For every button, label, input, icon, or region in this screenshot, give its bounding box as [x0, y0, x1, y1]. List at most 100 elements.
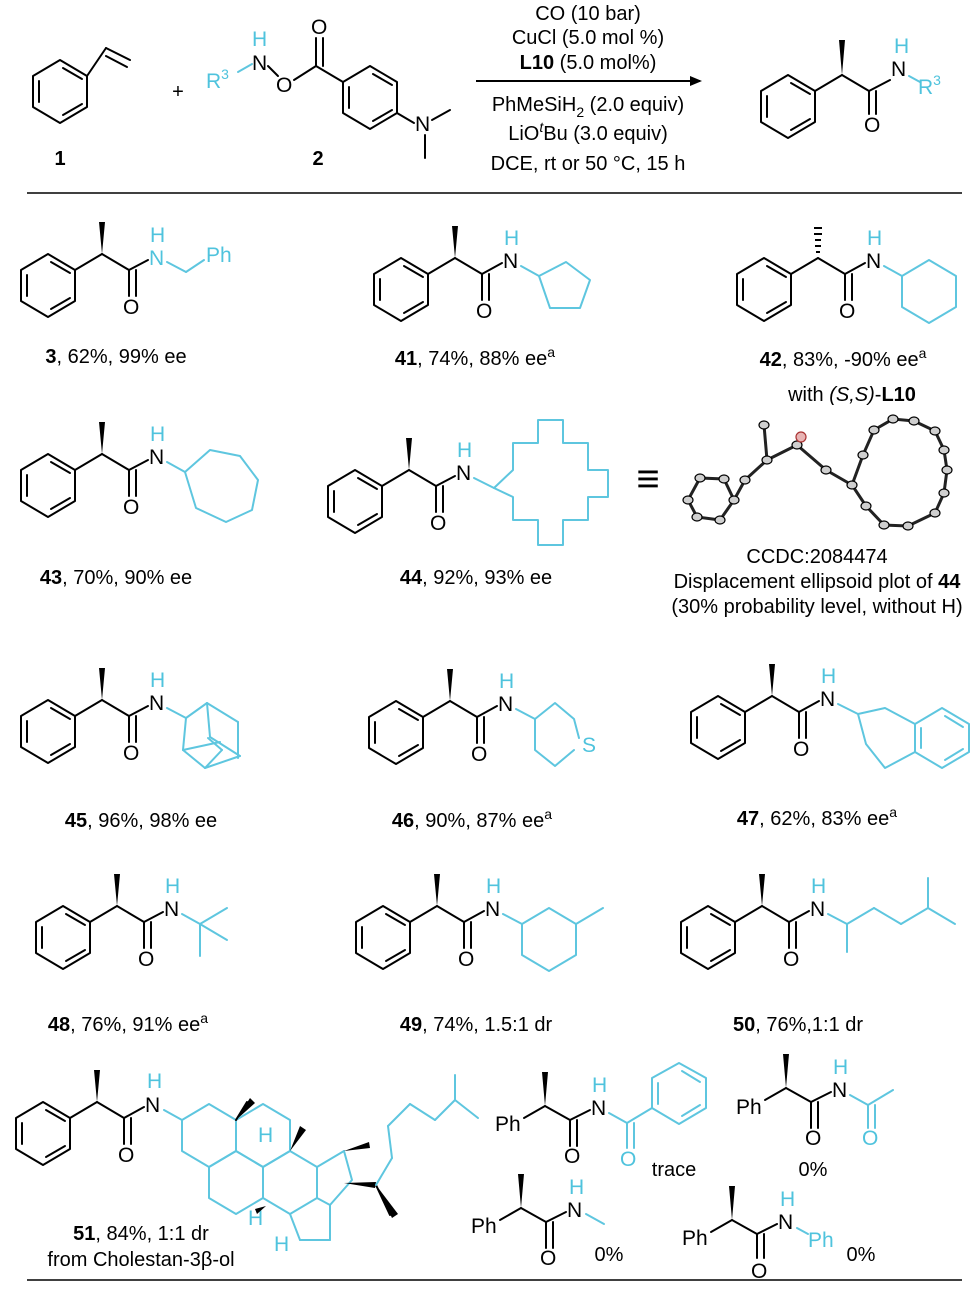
svg-text:O: O	[620, 1148, 636, 1171]
product-51-note: from Cholestan-3β-ol	[47, 1249, 234, 1271]
product-44-structure: O N H	[327, 419, 609, 546]
svg-text:N: N	[810, 898, 825, 921]
svg-text:Ph: Ph	[495, 1113, 521, 1136]
general-product-structure: O N H R3	[760, 35, 941, 139]
svg-text:O: O	[540, 1247, 556, 1270]
svg-text:O: O	[864, 114, 880, 137]
svg-text:O: O	[783, 948, 799, 971]
svg-text:H: H	[150, 423, 165, 446]
svg-text:O: O	[862, 1127, 878, 1150]
svg-text:O: O	[476, 300, 492, 323]
failed-n-phenyl-result: 0%	[847, 1244, 876, 1266]
product-48-label: 48, 76%, 91% eea	[48, 1010, 208, 1036]
condition-cucl: CuCl (5.0 mol %)	[512, 27, 664, 49]
product-42-structure: O N H	[736, 227, 957, 324]
svg-text:H: H	[821, 665, 836, 688]
svg-text:O: O	[793, 738, 809, 761]
svg-text:H: H	[165, 875, 180, 898]
svg-text:N: N	[164, 898, 179, 921]
svg-text:H: H	[486, 875, 501, 898]
svg-text:N: N	[149, 247, 164, 270]
svg-text:N: N	[498, 693, 513, 716]
svg-text:H: H	[147, 1070, 162, 1093]
product-43-structure: O N H	[20, 422, 259, 523]
failed-benzamide-result: trace	[652, 1159, 696, 1181]
svg-text:N: N	[415, 113, 430, 136]
product-50-structure: O N H	[680, 874, 956, 971]
product-49-label: 49, 74%, 1.5:1 dr	[400, 1014, 553, 1036]
condition-ligand: L10 (5.0 mol%)	[520, 52, 657, 74]
svg-text:H: H	[780, 1188, 795, 1211]
product-51-structure: O N H H H H	[15, 1070, 479, 1256]
r3-group: R3	[206, 66, 229, 93]
product-45-structure: O N H	[20, 668, 241, 769]
svg-text:H: H	[833, 1056, 848, 1079]
svg-text:Ph: Ph	[808, 1229, 834, 1252]
svg-text:N: N	[866, 250, 881, 273]
condition-solvent: DCE, rt or 50 °C, 15 h	[491, 153, 686, 175]
svg-text:R3: R3	[918, 72, 941, 99]
product-51-label: 51, 84%, 1:1 dr	[73, 1223, 209, 1245]
svg-text:N: N	[252, 52, 267, 75]
product-44-label: 44, 92%, 93% ee	[400, 567, 552, 589]
svg-text:N: N	[485, 898, 500, 921]
svg-text:O: O	[311, 16, 327, 39]
svg-text:O: O	[276, 74, 292, 97]
svg-text:N: N	[832, 1079, 847, 1102]
ortep-crystal-structure	[682, 414, 953, 531]
svg-text:H: H	[867, 227, 882, 250]
svg-text:H: H	[894, 35, 909, 58]
compound-label-1: 1	[54, 148, 65, 170]
svg-text:H: H	[258, 1124, 273, 1147]
product-47-label: 47, 62%, 83% eea	[737, 804, 897, 830]
svg-text:N: N	[503, 250, 518, 273]
failed-benzamide-structure: Ph O N H O	[495, 1062, 707, 1171]
svg-text:N: N	[591, 1097, 606, 1120]
svg-text:O: O	[123, 496, 139, 519]
ortep-caption-2: (30% probability level, without H)	[671, 596, 962, 618]
svg-text:O: O	[805, 1127, 821, 1150]
svg-text:O: O	[123, 296, 139, 319]
svg-text:H: H	[499, 670, 514, 693]
failed-acetamide-structure: Ph O N H O	[736, 1054, 894, 1150]
svg-text:H: H	[150, 224, 165, 247]
svg-text:O: O	[118, 1144, 134, 1167]
svg-text:H: H	[274, 1233, 289, 1256]
svg-text:H: H	[252, 28, 267, 51]
styrene-structure	[32, 47, 131, 124]
svg-text:H: H	[811, 875, 826, 898]
svg-text:O: O	[751, 1260, 767, 1283]
product-50-label: 50, 76%,1:1 dr	[733, 1014, 863, 1036]
svg-text:N: N	[145, 1094, 160, 1117]
product-42-label: 42, 83%, -90% eea	[760, 345, 927, 371]
svg-text:O: O	[430, 512, 446, 535]
svg-text:O: O	[138, 948, 154, 971]
plus-sign: +	[172, 81, 184, 103]
svg-text:S: S	[582, 734, 596, 757]
condition-co: CO (10 bar)	[535, 3, 641, 25]
product-43-label: 43, 70%, 90% ee	[40, 567, 192, 589]
svg-text:Ph: Ph	[682, 1227, 708, 1250]
svg-text:Ph: Ph	[736, 1096, 762, 1119]
product-3-structure: O N H Ph	[20, 222, 232, 319]
product-49-structure: O N H	[355, 874, 604, 972]
product-3-label: 3, 62%, 99% ee	[45, 346, 186, 368]
svg-text:H: H	[569, 1176, 584, 1199]
svg-text:H: H	[504, 227, 519, 250]
svg-text:O: O	[839, 300, 855, 323]
svg-text:N: N	[820, 688, 835, 711]
svg-text:O: O	[123, 742, 139, 765]
condition-silane: PhMeSiH2 (2.0 equiv)	[492, 94, 684, 120]
product-46-structure: O N H S	[368, 669, 596, 767]
failed-acetamide-result: 0%	[799, 1159, 828, 1181]
product-45-label: 45, 96%, 98% ee	[65, 810, 217, 832]
svg-text:H: H	[592, 1074, 607, 1097]
svg-text:N: N	[456, 462, 471, 485]
product-47-structure: O N H	[690, 664, 970, 769]
svg-text:H: H	[248, 1207, 263, 1230]
failed-n-methyl-structure: Ph O N H	[471, 1174, 605, 1270]
svg-text:N: N	[778, 1211, 793, 1234]
svg-text:N: N	[149, 446, 164, 469]
compound-label-2: 2	[312, 148, 323, 170]
